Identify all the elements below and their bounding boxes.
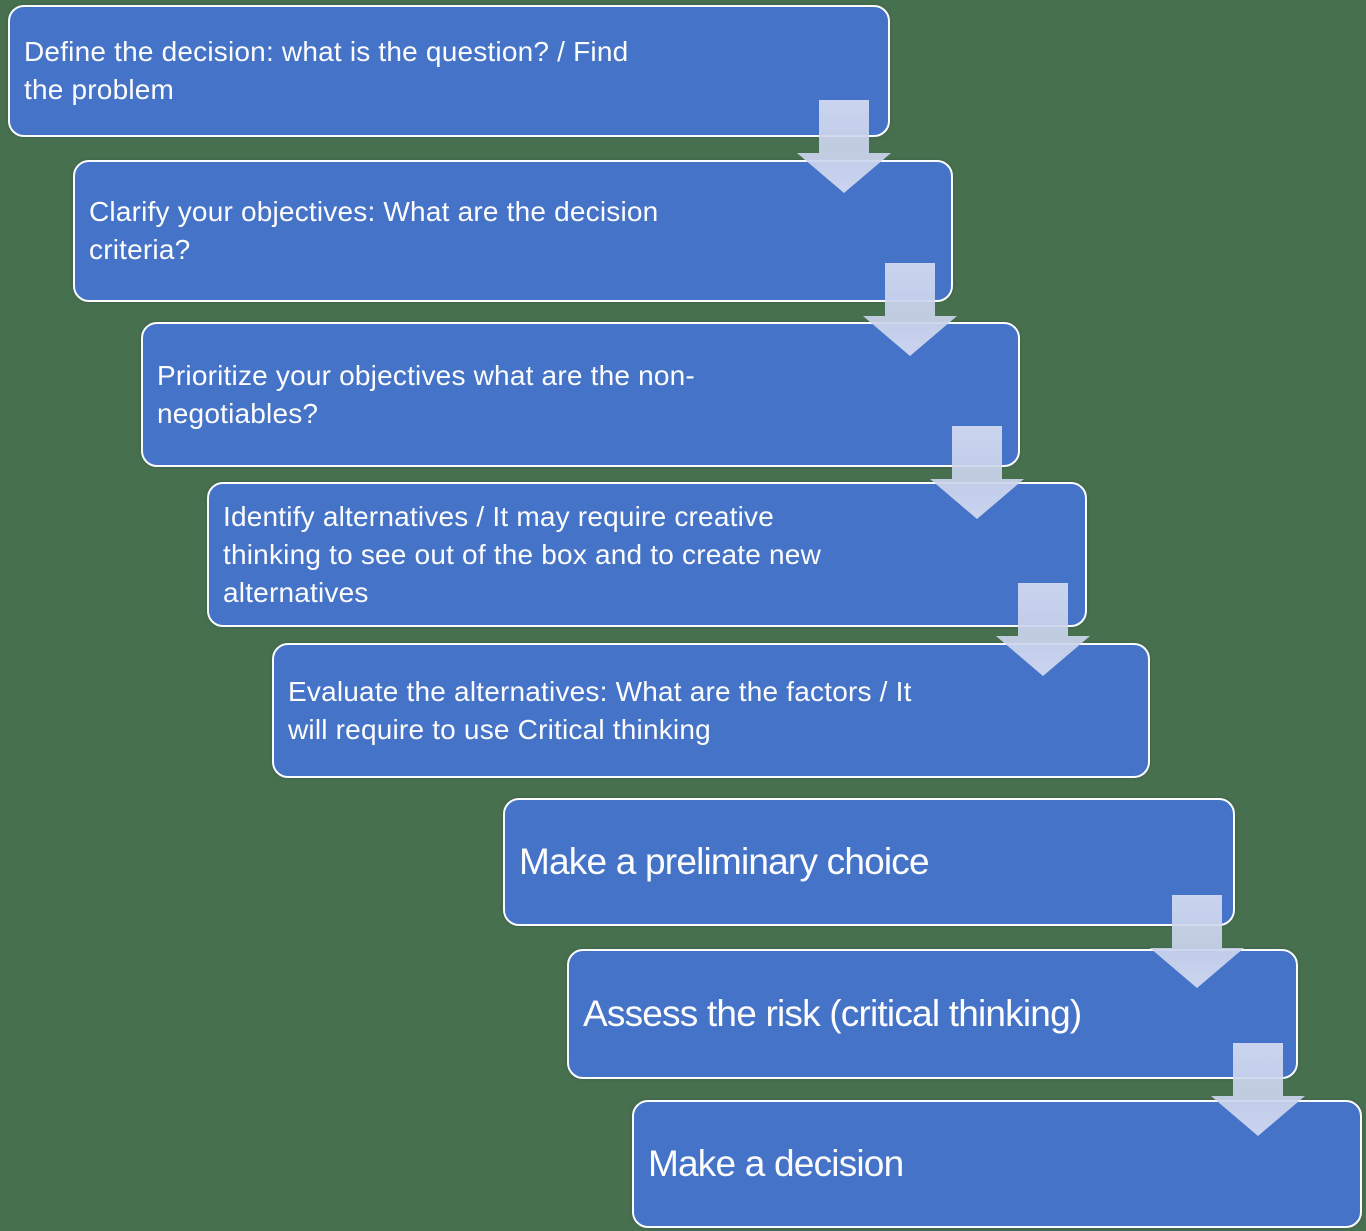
step-box-identify-alternatives: Identify alternatives / It may require c… bbox=[207, 482, 1087, 627]
step-box-define-decision: Define the decision: what is the questio… bbox=[8, 5, 890, 137]
step-box-make-decision: Make a decision bbox=[632, 1100, 1362, 1228]
step-text: Prioritize your objectives what are the … bbox=[157, 359, 695, 429]
step-text: Identify alternatives / It may require c… bbox=[223, 500, 821, 608]
step-text: Define the decision: what is the questio… bbox=[24, 36, 629, 105]
step-box-preliminary-choice: Make a preliminary choice bbox=[503, 798, 1235, 926]
step-box-evaluate-alternatives: Evaluate the alternatives: What are the … bbox=[272, 643, 1150, 778]
step-text: Clarify your objectives: What are the de… bbox=[89, 196, 659, 265]
step-text: Make a decision bbox=[648, 1143, 904, 1184]
step-text: Evaluate the alternatives: What are the … bbox=[288, 675, 912, 745]
step-text: Assess the risk (critical thinking) bbox=[583, 993, 1082, 1034]
step-box-prioritize-objectives: Prioritize your objectives what are the … bbox=[141, 322, 1020, 467]
step-text: Make a preliminary choice bbox=[519, 841, 930, 882]
step-box-clarify-objectives: Clarify your objectives: What are the de… bbox=[73, 160, 953, 302]
step-box-assess-risk: Assess the risk (critical thinking) bbox=[567, 949, 1298, 1079]
